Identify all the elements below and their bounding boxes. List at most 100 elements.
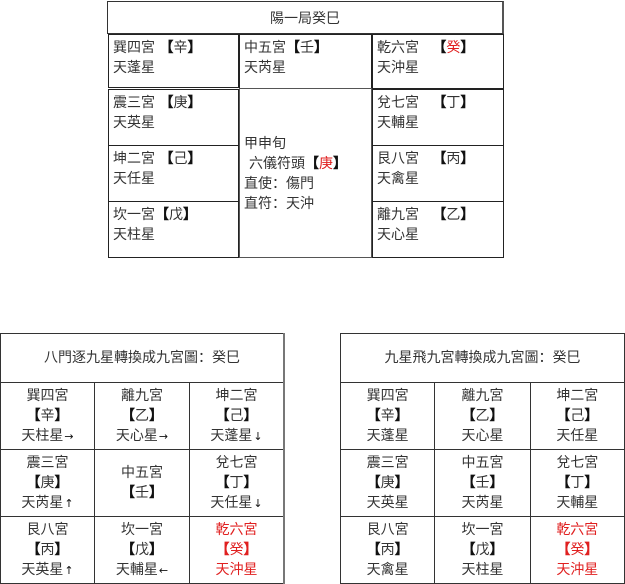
stem: 庚 — [173, 95, 188, 111]
stem-line: 【戊】 — [95, 540, 189, 560]
stem-line: 【辛】 — [341, 406, 434, 426]
palace-name: 中五宮 — [461, 455, 504, 471]
star-name: 天蓬星 — [210, 428, 253, 444]
bracket: 【 — [556, 542, 571, 558]
bracket: 【 — [215, 475, 230, 491]
stem-line: 【丙】 — [341, 540, 434, 560]
bracket: 【 — [366, 408, 381, 424]
arrow-down-icon: ↓ — [253, 497, 263, 510]
bracket: 【 — [120, 485, 135, 501]
left-cell-zhen: 震三宮 【庚】 天芮星↑ — [0, 449, 95, 517]
stem: 壬 — [134, 485, 149, 501]
star-name: 天心星 — [115, 428, 158, 444]
palace-name: 艮八宮 — [377, 151, 419, 167]
palace-name: 離九宮 — [461, 388, 504, 404]
palace-name: 巽四宮 — [26, 388, 69, 404]
bracket: 】 — [394, 408, 409, 424]
left-cell-gen: 艮八宮 【丙】 天英星↑ — [0, 516, 95, 584]
stem: 己 — [570, 408, 585, 424]
left-cell-kun: 坤二宮 【己】 天蓬星↓ — [188, 382, 285, 450]
bracket: 【 — [215, 408, 230, 424]
palace-name: 中五宮 — [244, 40, 286, 56]
star-name: 天蓬星 — [113, 60, 155, 76]
bracket: 】 — [460, 207, 475, 223]
left-cell-dui: 兌七宮 【丁】 天任星↓ — [188, 449, 285, 517]
stem-line: 【癸】 — [531, 540, 624, 560]
right-cell-zhong: 中五宮 【壬】 天芮星 — [434, 449, 531, 517]
stem: 乙 — [475, 408, 490, 424]
star-line: 天任星↓ — [190, 493, 283, 514]
left-chart-title: 八門逐九星轉換成九宮圖：癸巳 — [0, 333, 285, 383]
bracket: 】 — [489, 542, 504, 558]
bracket: 】 — [148, 485, 163, 501]
bracket: 】 — [54, 408, 69, 424]
bracket: 】 — [54, 475, 69, 491]
star-name: 天芮星 — [21, 495, 64, 511]
stem: 戊 — [169, 207, 183, 223]
bracket: 】 — [243, 408, 258, 424]
left-chart: 八門逐九星轉換成九宮圖：癸巳 巽四宮 【辛】 天柱星→ 離九宮 【乙】 天心星→… — [0, 333, 285, 584]
stem: 癸 — [229, 542, 244, 558]
bracket: 【 — [432, 151, 447, 167]
right-chart-title-text: 九星飛九宮轉換成九宮圖：癸巳 — [384, 350, 581, 366]
top-cell-kun: 坤二宮 【己】 天任星 — [108, 145, 239, 202]
right-cell-li: 離九宮 【乙】 天心星 — [434, 382, 531, 450]
top-cell-xun: 巽四宮 【辛】 天蓬星 — [108, 34, 239, 88]
bracket: 】 — [243, 475, 258, 491]
bracket: 】 — [489, 408, 504, 424]
right-chart-title: 九星飛九宮轉換成九宮圖：癸巳 — [340, 333, 625, 383]
arrow-right-icon: → — [158, 430, 169, 443]
arrow-left-icon: ← — [158, 564, 169, 577]
bracket: 【 — [120, 542, 135, 558]
bracket: 【 — [26, 475, 41, 491]
stem: 癸 — [570, 542, 585, 558]
right-cell-dui: 兌七宮 【丁】 天輔星 — [529, 449, 625, 517]
star-name: 天沖星 — [377, 60, 419, 76]
star-name: 天柱星 — [461, 562, 504, 578]
bracket: 【 — [432, 40, 447, 56]
stem: 壬 — [300, 40, 314, 56]
bracket: 【 — [461, 542, 476, 558]
stem-line: 【丙】 — [1, 540, 94, 560]
bracket: 】 — [183, 207, 197, 223]
stem: 壬 — [475, 475, 490, 491]
top-cell-gen: 艮八宮 【丙】 天禽星 — [372, 145, 504, 202]
left-cell-kan: 坎一宮 【戊】 天輔星← — [94, 516, 190, 584]
bracket: 】 — [584, 475, 599, 491]
palace-name: 坤二宮 — [556, 388, 599, 404]
palace-name: 乾六宮 — [556, 522, 599, 538]
stem: 乙 — [134, 408, 149, 424]
left-cell-xun: 巽四宮 【辛】 天柱星→ — [0, 382, 95, 450]
star-name: 天輔星 — [115, 562, 158, 578]
stem: 乙 — [446, 207, 461, 223]
palace-name: 乾六宮 — [377, 40, 419, 56]
stem-line: 【己】 — [190, 406, 283, 426]
stem-line: 【庚】 — [1, 473, 94, 493]
palace-name: 艮八宮 — [366, 522, 409, 538]
left-chart-title-text: 八門逐九星轉換成九宮圖：癸巳 — [44, 350, 240, 366]
stem: 己 — [173, 151, 188, 167]
top-chart-title-text: 陽一局癸巳 — [270, 10, 340, 27]
bracket: 【 — [461, 475, 476, 491]
bracket: 】 — [460, 95, 475, 111]
bracket: 】 — [148, 408, 163, 424]
right-cell-xun: 巽四宮 【辛】 天蓬星 — [339, 382, 436, 450]
palace-name: 震三宮 — [113, 95, 155, 111]
bracket: 【 — [120, 408, 135, 424]
left-cell-qian: 乾六宮 【癸】 天沖星 — [188, 516, 285, 584]
stem: 戊 — [134, 542, 149, 558]
bracket: 【 — [286, 40, 300, 56]
bracket: 【 — [432, 207, 447, 223]
top-cell-kan: 坎一宮【戊】 天柱星 — [108, 201, 239, 258]
stem: 丁 — [446, 95, 461, 111]
bracket: 】 — [584, 408, 599, 424]
stem-line: 【癸】 — [190, 540, 283, 560]
stem-line: 【己】 — [531, 406, 624, 426]
stem: 己 — [229, 408, 244, 424]
stem: 戊 — [475, 542, 490, 558]
bracket: 【 — [556, 408, 571, 424]
bracket: 【 — [26, 542, 41, 558]
palace-name: 中五宮 — [120, 465, 163, 481]
palace-name: 艮八宮 — [26, 522, 69, 538]
bracket: 【 — [159, 40, 174, 56]
